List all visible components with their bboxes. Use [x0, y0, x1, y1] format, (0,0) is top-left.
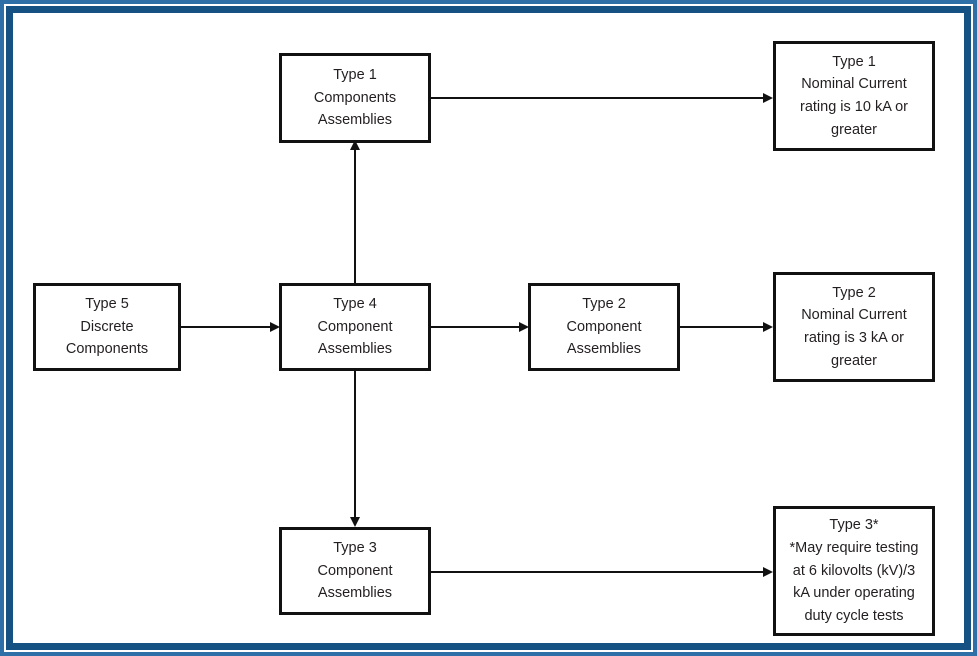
node-line: Discrete — [80, 318, 134, 335]
node-line: Type 3 — [333, 540, 377, 557]
edge-type4-to-type3 — [354, 371, 356, 519]
node-line: Type 3* — [829, 517, 879, 534]
arrowhead-type4-to-type1 — [349, 140, 360, 150]
node-type1-rating[interactable]: Type 1 Nominal Current rating is 10 kA o… — [773, 41, 935, 151]
edge-type4-to-type2 — [431, 326, 522, 328]
node-line: kA under operating — [793, 585, 915, 602]
edge-type5-to-type4 — [181, 326, 273, 328]
node-line: Component — [566, 318, 642, 335]
node-line: greater — [831, 121, 877, 138]
node-line: *May require testing — [789, 540, 919, 557]
node-line: greater — [831, 352, 877, 369]
node-line: Components — [313, 89, 397, 106]
node-type4-assemblies[interactable]: Type 4 Component Assemblies — [279, 283, 431, 371]
node-line: Components — [65, 341, 149, 358]
node-line: Type 1 — [333, 67, 377, 84]
node-line: Assemblies — [317, 112, 393, 129]
node-line: Assemblies — [566, 341, 642, 358]
node-line: Type 1 — [832, 53, 876, 70]
node-line: Component — [317, 562, 393, 579]
arrowhead-type4-to-type2 — [519, 321, 529, 332]
node-type2-assemblies[interactable]: Type 2 Component Assemblies — [528, 283, 680, 371]
edge-type2-to-rating — [680, 326, 765, 328]
node-line: Nominal Current — [801, 307, 907, 324]
node-type5-discrete[interactable]: Type 5 Discrete Components — [33, 283, 181, 371]
node-type1-assemblies[interactable]: Type 1 Components Assemblies — [279, 53, 431, 143]
arrowhead-type2-to-rating — [763, 321, 773, 332]
node-type3-rating[interactable]: Type 3* *May require testing at 6 kilovo… — [773, 506, 935, 636]
node-line: Type 2 — [582, 296, 626, 313]
node-line: Nominal Current — [801, 76, 907, 93]
node-line: duty cycle tests — [804, 607, 904, 624]
node-line: Assemblies — [317, 341, 393, 358]
node-line: rating is 3 kA or — [804, 330, 904, 346]
node-line: Assemblies — [317, 585, 393, 602]
arrowhead-type1-to-rating — [763, 92, 773, 103]
edge-type3-to-rating — [431, 571, 765, 573]
node-line: at 6 kilovolts (kV)/3 — [792, 562, 916, 579]
arrowhead-type5-to-type4 — [270, 321, 280, 332]
arrowhead-type4-to-type3 — [349, 517, 360, 527]
node-line: rating is 10 kA or — [800, 99, 908, 115]
node-line: Type 4 — [333, 296, 377, 313]
edge-type1-to-rating — [431, 97, 765, 99]
node-type3-assemblies[interactable]: Type 3 Component Assemblies — [279, 527, 431, 615]
node-type2-rating[interactable]: Type 2 Nominal Current rating is 3 kA or… — [773, 272, 935, 382]
edge-type4-to-type1 — [354, 148, 356, 284]
node-line: Component — [317, 318, 393, 335]
node-line: Type 2 — [832, 284, 876, 301]
arrowhead-type3-to-rating — [763, 566, 773, 577]
node-line: Type 5 — [85, 296, 129, 313]
